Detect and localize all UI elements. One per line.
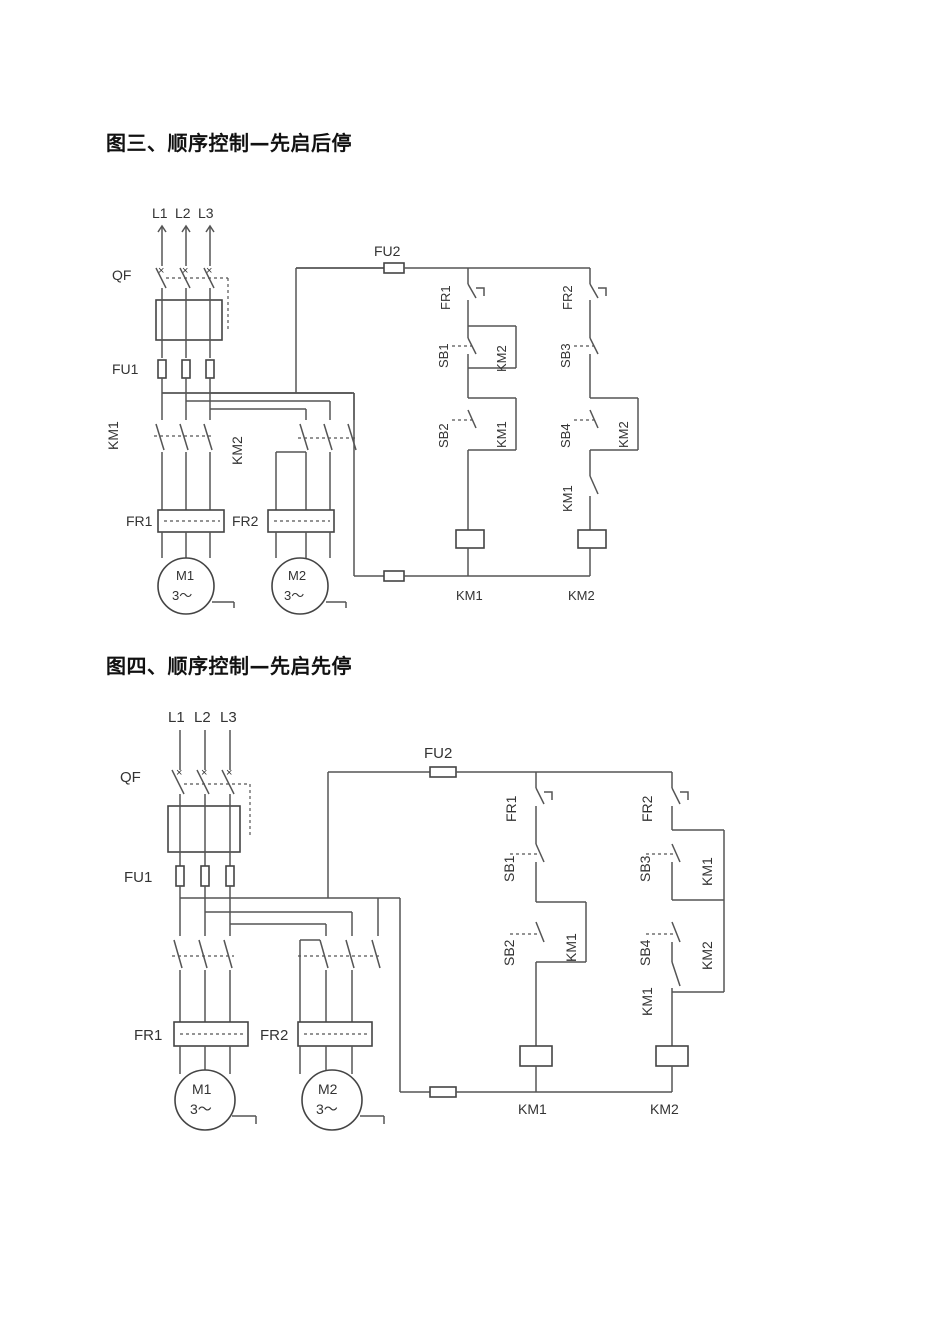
qf-x-3: × — [206, 265, 212, 277]
label-QF: QF — [112, 267, 131, 283]
svg-text:KM1: KM1 — [456, 588, 483, 603]
qf-x-2: × — [182, 265, 188, 277]
svg-text:FR2: FR2 — [260, 1027, 288, 1044]
svg-text:KM2: KM2 — [650, 1101, 679, 1117]
km1-main-contacts — [172, 939, 234, 1022]
svg-text:KM1: KM1 — [494, 421, 509, 448]
label-L2: L2 — [175, 205, 191, 221]
svg-text:SB1: SB1 — [436, 343, 451, 368]
svg-text:×: × — [201, 767, 207, 779]
svg-text:SB1: SB1 — [501, 855, 517, 882]
coil-km1 — [455, 529, 485, 549]
km2-main-contacts — [298, 939, 382, 1022]
coil-km2 — [577, 529, 607, 549]
phase-lines: × × × — [155, 224, 384, 420]
svg-text:3～: 3～ — [284, 588, 304, 603]
label-FR1: FR1 — [126, 513, 153, 529]
svg-text:M2: M2 — [288, 568, 306, 583]
figure4-circuit-diagram: L1 L2 L3 QF FU1 × × × — [120, 709, 725, 1131]
svg-text:M1: M1 — [176, 568, 194, 583]
svg-text:3～: 3～ — [172, 588, 192, 603]
label-KM1-main: KM1 — [105, 421, 121, 450]
svg-text:×: × — [176, 767, 182, 779]
qf-x-1: × — [158, 265, 164, 277]
svg-text:L1: L1 — [168, 709, 185, 726]
svg-text:KM2: KM2 — [494, 345, 509, 372]
figure4-heading: 图四、顺序控制—先启先停 — [106, 654, 352, 678]
control-circuit: FU2 FR1 SB1 SB2 KM1 KM1 FR2 — [400, 745, 725, 1117]
svg-text:SB4: SB4 — [637, 939, 653, 966]
svg-text:L2: L2 — [194, 709, 211, 726]
svg-text:FR1: FR1 — [438, 285, 453, 310]
svg-text:KM1: KM1 — [699, 857, 715, 886]
km2-main-contacts — [275, 423, 358, 510]
svg-text:3～: 3～ — [190, 1101, 212, 1117]
svg-text:M1: M1 — [192, 1081, 212, 1097]
svg-text:SB4: SB4 — [558, 423, 573, 448]
phase-lines: × × × — [167, 730, 430, 1092]
svg-text:×: × — [226, 767, 232, 779]
svg-text:FU1: FU1 — [124, 869, 152, 886]
svg-text:3～: 3～ — [316, 1101, 338, 1117]
svg-text:KM1: KM1 — [563, 933, 579, 962]
svg-text:KM2: KM2 — [616, 421, 631, 448]
figure3-heading: 图三、顺序控制—先启后停 — [106, 131, 352, 155]
svg-text:FU2: FU2 — [374, 243, 401, 259]
label-KM2-main: KM2 — [229, 436, 245, 465]
label-L1: L1 — [152, 205, 168, 221]
label-FR2: FR2 — [232, 513, 259, 529]
label-FU1: FU1 — [112, 361, 139, 377]
motor-M2: M2 3～ — [299, 1046, 385, 1131]
svg-text:SB3: SB3 — [558, 343, 573, 368]
svg-text:SB3: SB3 — [637, 855, 653, 882]
figure3-circuit-diagram: L1 L2 L3 QF FU1 × × × — [105, 205, 639, 615]
svg-text:KM1: KM1 — [560, 485, 575, 512]
coil-km1 — [519, 1045, 553, 1067]
coil-km2 — [655, 1045, 689, 1067]
svg-text:KM2: KM2 — [568, 588, 595, 603]
svg-text:QF: QF — [120, 769, 141, 786]
svg-text:FR1: FR1 — [134, 1027, 162, 1044]
control-circuit: FU2 FR1 SB1 KM2 SB2 KM1 KM1 — [296, 243, 639, 603]
km1-main-contacts — [154, 423, 214, 510]
motor-M2: M2 3～ — [271, 532, 347, 615]
motor-M1: M1 3～ — [157, 532, 235, 615]
svg-text:FR2: FR2 — [639, 795, 655, 822]
svg-text:SB2: SB2 — [436, 423, 451, 448]
svg-text:SB2: SB2 — [501, 939, 517, 966]
svg-text:KM1: KM1 — [639, 987, 655, 1016]
svg-text:KM2: KM2 — [699, 941, 715, 970]
label-L3: L3 — [198, 205, 214, 221]
svg-text:KM1: KM1 — [518, 1101, 547, 1117]
svg-text:M2: M2 — [318, 1081, 338, 1097]
svg-text:FR1: FR1 — [503, 795, 519, 822]
svg-text:FU2: FU2 — [424, 745, 452, 762]
svg-text:FR2: FR2 — [560, 285, 575, 310]
svg-text:L3: L3 — [220, 709, 237, 726]
motor-M1: M1 3～ — [174, 1046, 257, 1131]
